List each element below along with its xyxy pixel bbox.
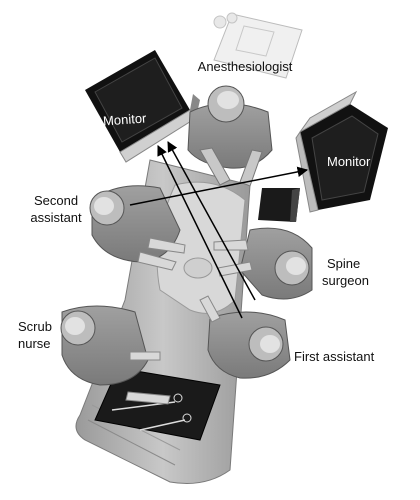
small-screen bbox=[258, 188, 300, 222]
monitor-left bbox=[85, 50, 200, 163]
arrow-second-assistant-to-right-monitor bbox=[129, 166, 309, 206]
monitor-right bbox=[295, 90, 388, 213]
anesthesia-cart bbox=[213, 12, 303, 79]
spine-surgeon-figure bbox=[213, 227, 313, 300]
label-first-assistant: First assistant bbox=[294, 349, 375, 364]
label-scrub-nurse-line1: Scrub bbox=[18, 319, 52, 334]
label-spine-surgeon-line2: surgeon bbox=[322, 273, 369, 288]
label-scrub-nurse-line2: nurse bbox=[18, 336, 51, 351]
label-anesthesiologist: Anesthesiologist bbox=[197, 59, 293, 74]
label-monitor-right: Monitor bbox=[327, 154, 371, 169]
label-second-assistant-line1: Second bbox=[33, 193, 79, 208]
arrow-anesthesiologist-to-left-monitor-a bbox=[157, 145, 243, 319]
arrow-anesthesiologist-to-left-monitor-b bbox=[167, 141, 256, 301]
second-assistant-figure bbox=[89, 185, 186, 271]
label-monitor-left: Monitor bbox=[102, 110, 147, 129]
first-assistant-figure bbox=[199, 295, 291, 379]
label-second-assistant-line2: assistant bbox=[30, 210, 82, 225]
label-spine-surgeon-line1: Spine bbox=[327, 256, 361, 271]
anesthesiologist-figure bbox=[187, 85, 273, 187]
sight-arrows bbox=[129, 141, 309, 319]
scrub-nurse-figure bbox=[60, 305, 171, 405]
